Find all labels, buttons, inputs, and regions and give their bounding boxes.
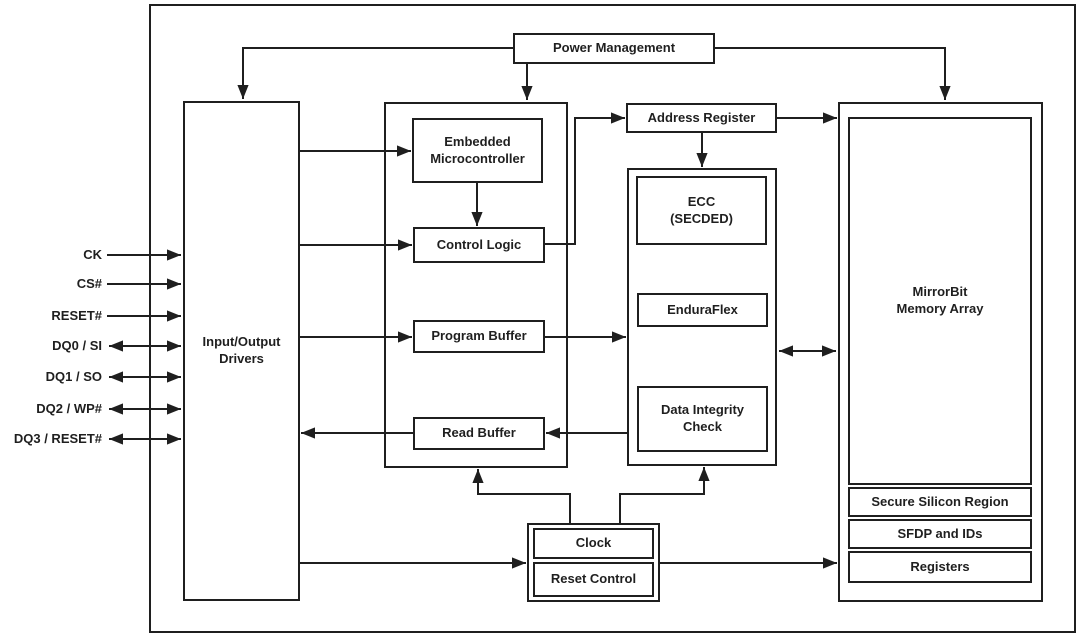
core-logic-container xyxy=(384,102,568,468)
address-register-block: Address Register xyxy=(626,103,777,133)
clock-block: Clock xyxy=(533,528,654,559)
enduraflex-block: EnduraFlex xyxy=(637,293,768,327)
mirrorbit-memory-array-block: MirrorBit Memory Array xyxy=(848,117,1032,485)
embedded-microcontroller-block: Embedded Microcontroller xyxy=(412,118,543,183)
power-management-block: Power Management xyxy=(513,33,715,64)
memory-container xyxy=(838,102,1043,602)
pin-label-dq1-so: DQ1 / SO xyxy=(45,369,102,384)
program-buffer-block: Program Buffer xyxy=(413,320,545,353)
connector-power-to-io xyxy=(237,47,513,99)
sfdp-and-ids-block: SFDP and IDs xyxy=(848,519,1032,549)
secure-silicon-region-block: Secure Silicon Region xyxy=(848,487,1032,517)
reset-control-block: Reset Control xyxy=(533,562,654,597)
chip-boundary xyxy=(149,4,1076,633)
control-logic-block: Control Logic xyxy=(413,227,545,263)
pin-label-cs: CS# xyxy=(76,276,102,291)
pin-label-dq0-si: DQ0 / SI xyxy=(52,338,102,353)
ecc-secded-block: ECC (SECDED) xyxy=(636,176,767,245)
data-integrity-check-block: Data Integrity Check xyxy=(637,386,768,452)
connector-power-to-memory xyxy=(715,47,951,100)
connector-clock-to-ecc xyxy=(619,467,710,523)
connector-control-logic-to-address-register xyxy=(545,112,625,245)
clock-reset-container xyxy=(527,523,660,602)
pin-label-dq3-reset: DQ3 / RESET# xyxy=(13,431,102,446)
pin-label-ck: CK xyxy=(83,247,102,262)
ecc-container xyxy=(627,168,777,466)
pin-label-reset: RESET# xyxy=(51,308,102,323)
read-buffer-block: Read Buffer xyxy=(413,417,545,450)
registers-block: Registers xyxy=(848,551,1032,583)
connector-clock-to-core xyxy=(472,469,571,523)
pin-label-dq2-wp: DQ2 / WP# xyxy=(36,401,102,416)
io-drivers-block: Input/Output Drivers xyxy=(183,101,300,601)
